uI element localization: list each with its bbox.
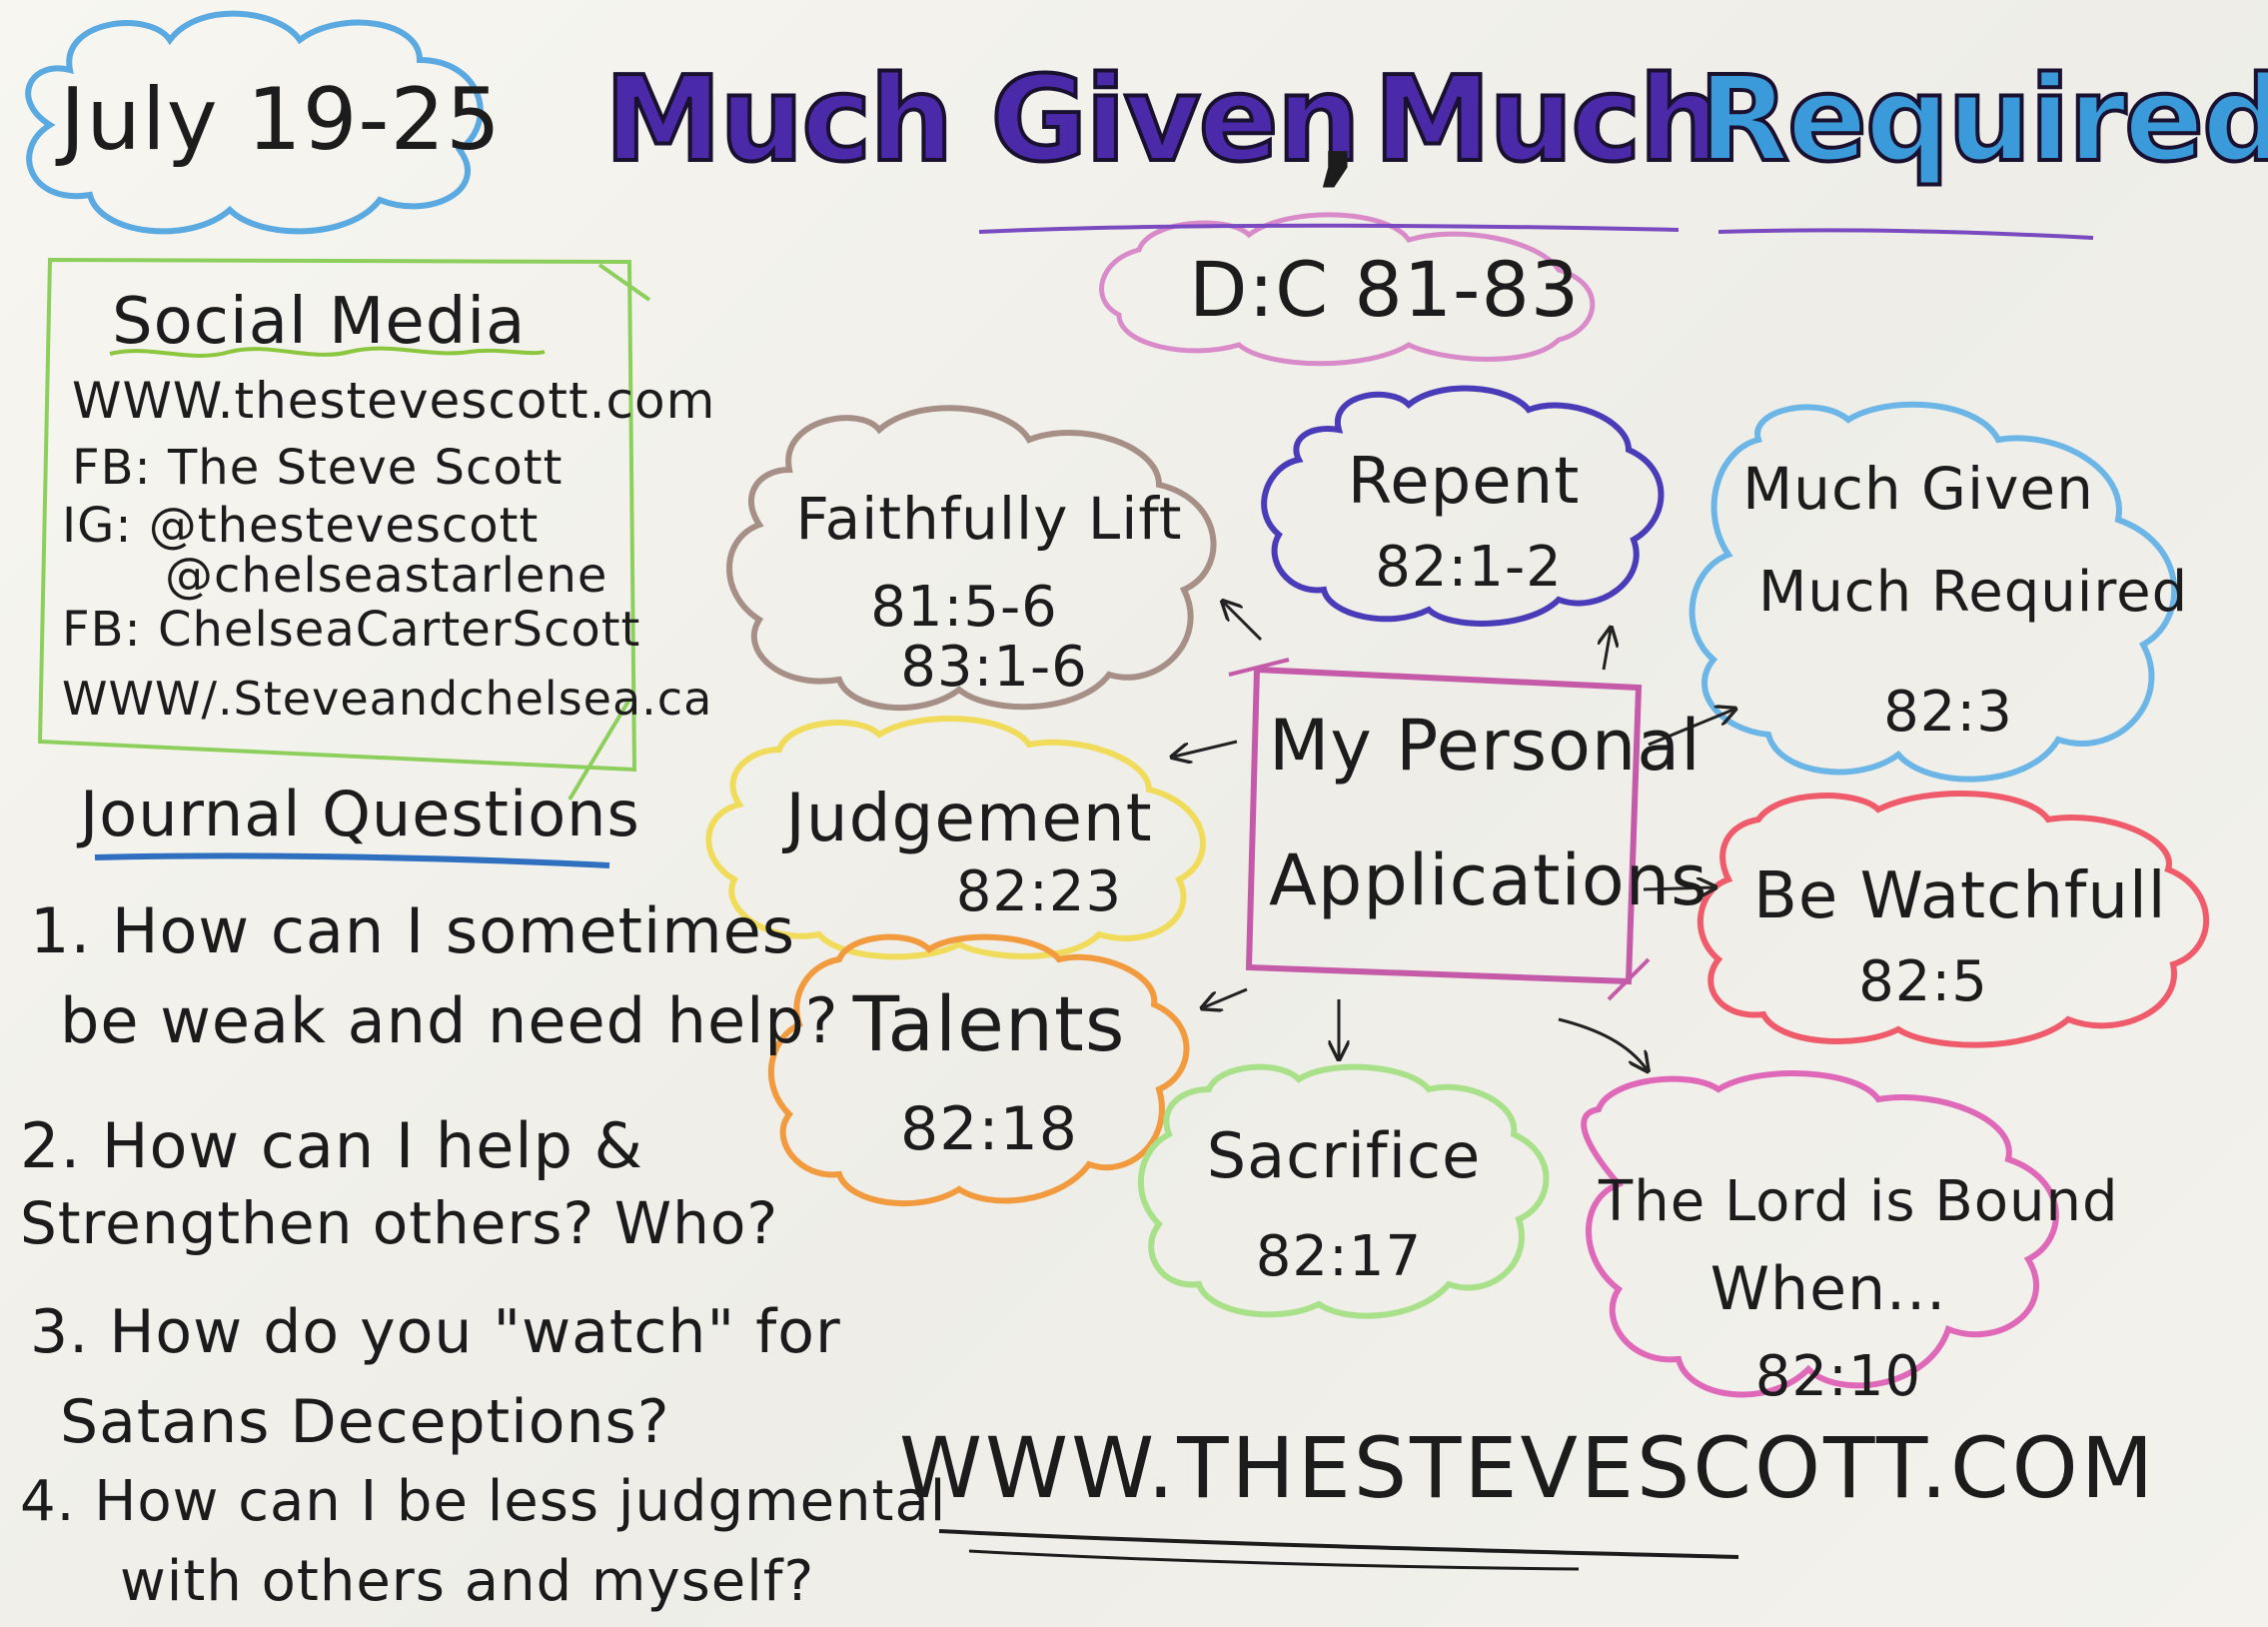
judgement-bubble	[705, 715, 1206, 960]
much-given-bubble	[1689, 401, 2178, 783]
social-website: WWW.thestevescott.com	[72, 372, 716, 430]
title-part2-much: Much	[1372, 48, 1724, 190]
social-fb-steve: FB: The Steve Scott	[72, 440, 564, 496]
arrow-to-lord-bound	[1558, 1017, 1647, 1069]
lord-bound-ref: 82:10	[1754, 1344, 1922, 1409]
faithfully-ref-1: 81:5-6	[870, 575, 1058, 640]
arrow-to-faithfully	[1224, 603, 1263, 642]
arrow-to-be-watchfull	[1643, 887, 1713, 889]
arrow-to-repent	[1604, 630, 1611, 671]
social-fb-chelsea: FB: ChelseaCarterScott	[62, 602, 641, 658]
talents-ref: 82:18	[900, 1094, 1078, 1164]
social-media-box	[37, 257, 637, 773]
social-ig-chelsea: @chelseastarlene	[165, 548, 608, 604]
talents-bubble	[767, 933, 1190, 1207]
repent-bubble	[1261, 385, 1665, 627]
be-watchfull-ref: 82:5	[1858, 949, 1988, 1014]
sacrifice-label: Sacrifice	[1206, 1119, 1482, 1192]
social-ig-steve: IG: @thestevescott	[62, 498, 540, 554]
title-part1: Much Given	[602, 48, 1363, 190]
lord-bound-label-1: The Lord is Bound	[1599, 1169, 2119, 1234]
sacrifice-ref: 82:17	[1255, 1224, 1423, 1289]
sacrifice-bubble	[1137, 1063, 1550, 1319]
question-2-line1: 2. How can I help &	[20, 1109, 643, 1182]
faithfully-label: Faithfully Lift	[795, 485, 1183, 553]
center-line2: Applications	[1269, 839, 1708, 921]
lord-bound-bubble	[1581, 1069, 2059, 1398]
be-watchfull-label: Be Watchfull	[1753, 859, 2167, 933]
scripture-reference: D:C 81-83	[1189, 245, 1581, 334]
title-separator: ,	[1317, 70, 1359, 198]
question-2-line2: Strengthen others? Who?	[20, 1189, 779, 1257]
journal-heading: Journal Questions	[80, 778, 640, 850]
lord-bound-label-2: When...	[1709, 1254, 1947, 1324]
question-4-line2: with others and myself?	[120, 1549, 815, 1614]
much-given-label-1: Much Given	[1742, 455, 2094, 523]
repent-label: Repent	[1347, 445, 1581, 519]
reference-cloud	[1099, 212, 1596, 367]
much-given-ref: 82:3	[1883, 680, 2013, 745]
center-line1: My Personal	[1269, 705, 1701, 787]
question-1-line2: be weak and need help?	[60, 984, 839, 1057]
date-cloud	[25, 10, 484, 235]
question-3-line2: Satans Deceptions?	[60, 1387, 670, 1457]
judgement-ref: 82:23	[955, 859, 1123, 924]
social-website-chelsea: WWW/.Steveandchelsea.ca	[62, 672, 713, 726]
arrow-to-judgement	[1174, 740, 1238, 757]
question-3-line1: 3. How do you "watch" for	[30, 1297, 841, 1367]
social-media-heading: Social Media	[112, 285, 527, 359]
much-given-label-2: Much Required	[1758, 560, 2189, 625]
question-4-line1: 4. How can I be less judgmental	[20, 1469, 947, 1534]
title-part2-required: Required	[1697, 48, 2268, 190]
question-1-line1: 1. How can I sometimes	[30, 894, 796, 967]
talents-label: Talents	[852, 979, 1126, 1068]
date-label: July 19-25	[60, 70, 502, 170]
faithfully-ref-2: 83:1-6	[900, 635, 1088, 700]
be-watchfull-bubble	[1698, 790, 2210, 1048]
faithfully-bubble	[726, 405, 1217, 712]
arrow-to-much-given	[1648, 710, 1733, 747]
arrow-to-talents	[1204, 987, 1248, 1007]
repent-ref: 82:1-2	[1375, 535, 1563, 600]
website-footer: WWW.THESTEVESCOTT.COM	[899, 1419, 2157, 1517]
judgement-label: Judgement	[785, 780, 1153, 856]
